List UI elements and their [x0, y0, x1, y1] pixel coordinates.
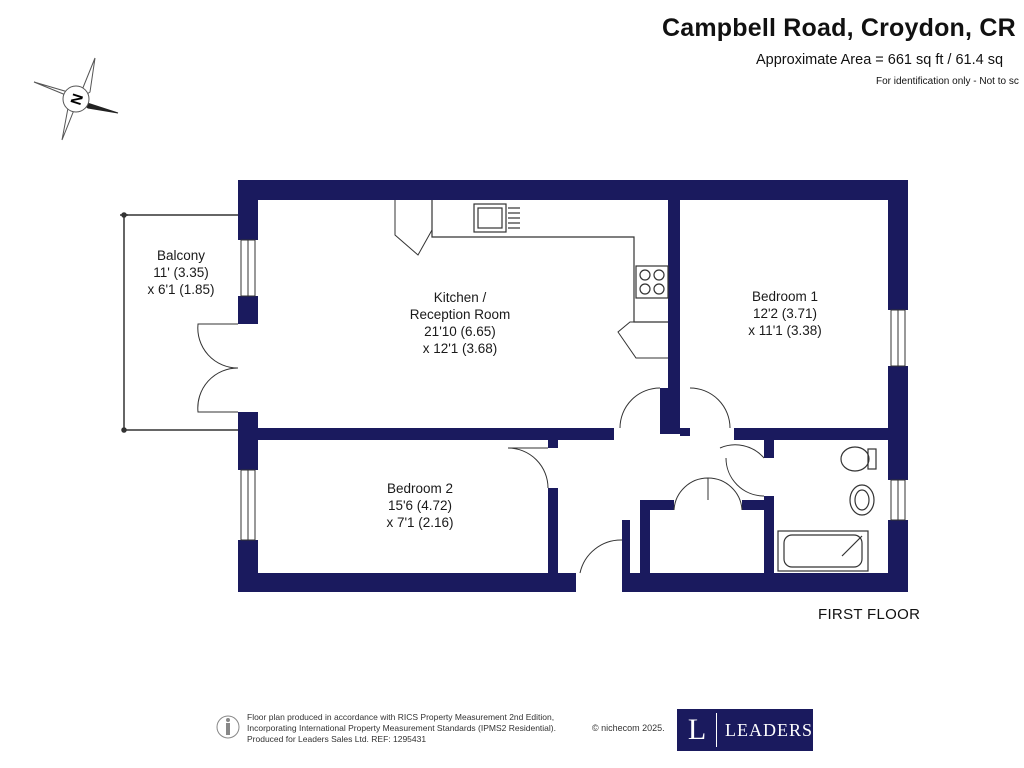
bath-icon [777, 530, 869, 572]
bedroom2-name: Bedroom 2 [386, 481, 454, 496]
bedroom1-dim1: 12'2 (3.71) [752, 306, 818, 321]
footer-line-2: Incorporating International Property Mea… [247, 723, 556, 733]
kitchen-dim2: x 12'1 (3.68) [422, 341, 498, 356]
bedroom2-dim2: x 7'1 (2.16) [386, 515, 454, 530]
copyright: © nichecom 2025. [592, 723, 665, 733]
balcony-label: Balcony 11' (3.35) x 6'1 (1.85) [126, 247, 236, 298]
sink-icon [473, 203, 507, 233]
approximate-area: Approximate Area = 661 sq ft / 61.4 sq [756, 52, 1004, 68]
toilet-icon [840, 446, 870, 472]
balcony-name: Balcony [156, 248, 206, 263]
leaders-logo: L LEADERS [677, 709, 813, 751]
balcony-dim2: x 6'1 (1.85) [147, 282, 215, 297]
balcony-dim1: 11' (3.35) [153, 265, 209, 280]
kitchen-name-2: Reception Room [409, 307, 511, 322]
balcony-outline [120, 212, 238, 433]
bedroom2-label: Bedroom 2 15'6 (4.72) x 7'1 (2.16) [360, 480, 480, 531]
bedroom1-label: Bedroom 1 12'2 (3.71) x 11'1 (3.38) [730, 288, 840, 339]
walls [238, 180, 908, 592]
bathroom-fixtures [777, 446, 877, 572]
footer-line-3: Produced for Leaders Sales Ltd. REF: 129… [247, 734, 427, 744]
windows [240, 239, 906, 541]
floor-label: FIRST FLOOR [818, 606, 921, 623]
kitchen-name-1: Kitchen / [433, 290, 487, 305]
basin-icon [849, 484, 875, 516]
door-swings [197, 200, 765, 574]
person-measure-icon [216, 715, 240, 739]
footer-disclaimer: Floor plan produced in accordance with R… [247, 712, 556, 745]
hob-icon [635, 265, 669, 299]
identification-note: For identification only - Not to sc [876, 76, 1019, 87]
bedroom1-dim2: x 11'1 (3.38) [748, 323, 822, 338]
property-title: Campbell Road, Croydon, CR [662, 14, 1016, 42]
logo-word: LEADERS [725, 719, 813, 740]
bedroom1-name: Bedroom 1 [751, 289, 819, 304]
compass-icon: N [33, 57, 119, 141]
kitchen-dim1: 21'10 (6.65) [424, 324, 496, 339]
logo-mark: L [682, 713, 717, 747]
bedroom2-dim1: 15'6 (4.72) [387, 498, 453, 513]
compass-north-label: N [68, 92, 88, 108]
footer-line-1: Floor plan produced in accordance with R… [247, 712, 555, 722]
kitchen-counter [431, 200, 669, 323]
kitchen-label: Kitchen / Reception Room 21'10 (6.65) x … [380, 289, 540, 357]
